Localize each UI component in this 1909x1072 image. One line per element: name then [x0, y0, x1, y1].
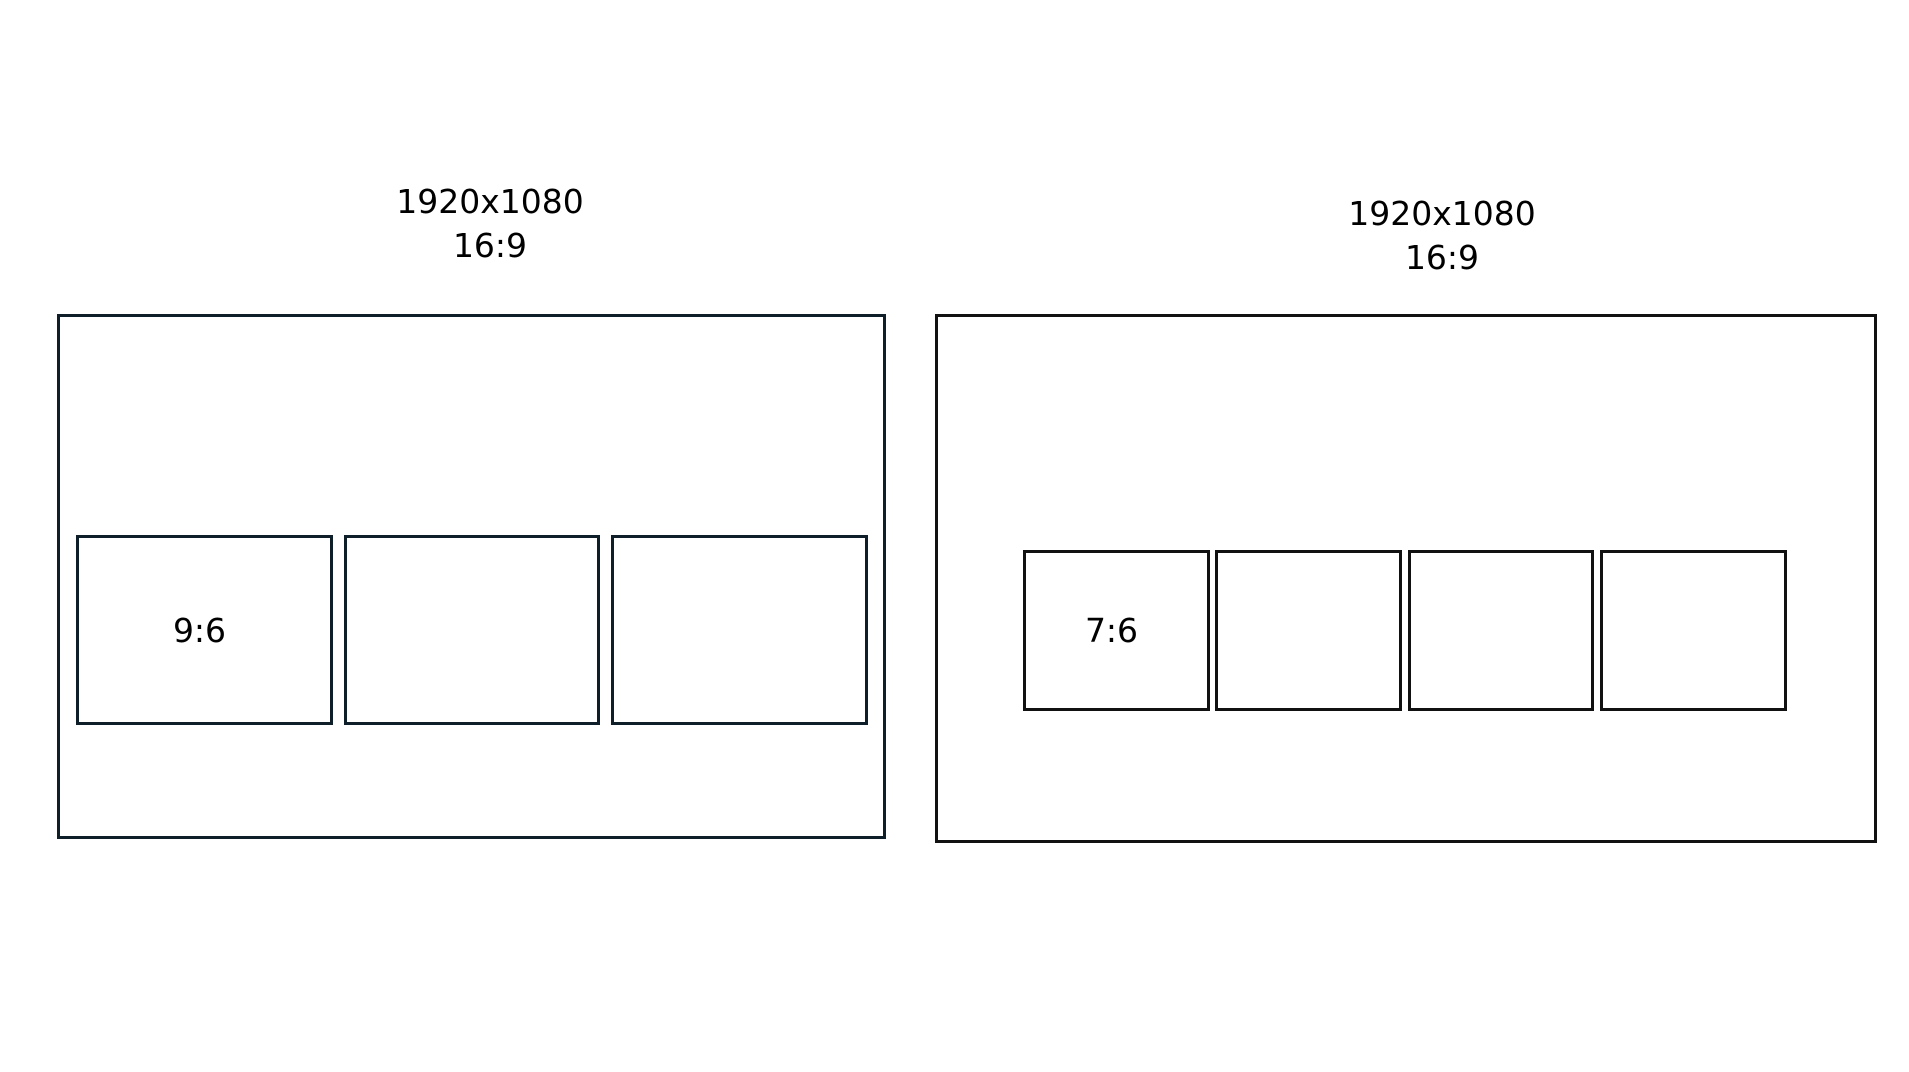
left-resolution: 1920x1080	[396, 182, 584, 221]
right-panel-4	[1600, 550, 1787, 711]
left-panel-1-label: 9:6	[172, 610, 227, 650]
right-aspect-ratio: 16:9	[1404, 238, 1480, 277]
left-panel-2	[344, 535, 600, 725]
right-panel-2	[1215, 550, 1402, 711]
right-screen-label: 1920x1080 16:9	[1292, 192, 1592, 280]
left-screen-label: 1920x1080 16:9	[340, 180, 640, 268]
right-panel-1: 7:6	[1023, 550, 1210, 711]
left-panel-1: 9:6	[76, 535, 333, 725]
left-panel-3	[611, 535, 868, 725]
right-panel-1-label: 7:6	[1084, 611, 1139, 650]
right-resolution: 1920x1080	[1348, 194, 1536, 233]
left-aspect-ratio: 16:9	[452, 226, 528, 265]
right-panel-3	[1408, 550, 1594, 711]
